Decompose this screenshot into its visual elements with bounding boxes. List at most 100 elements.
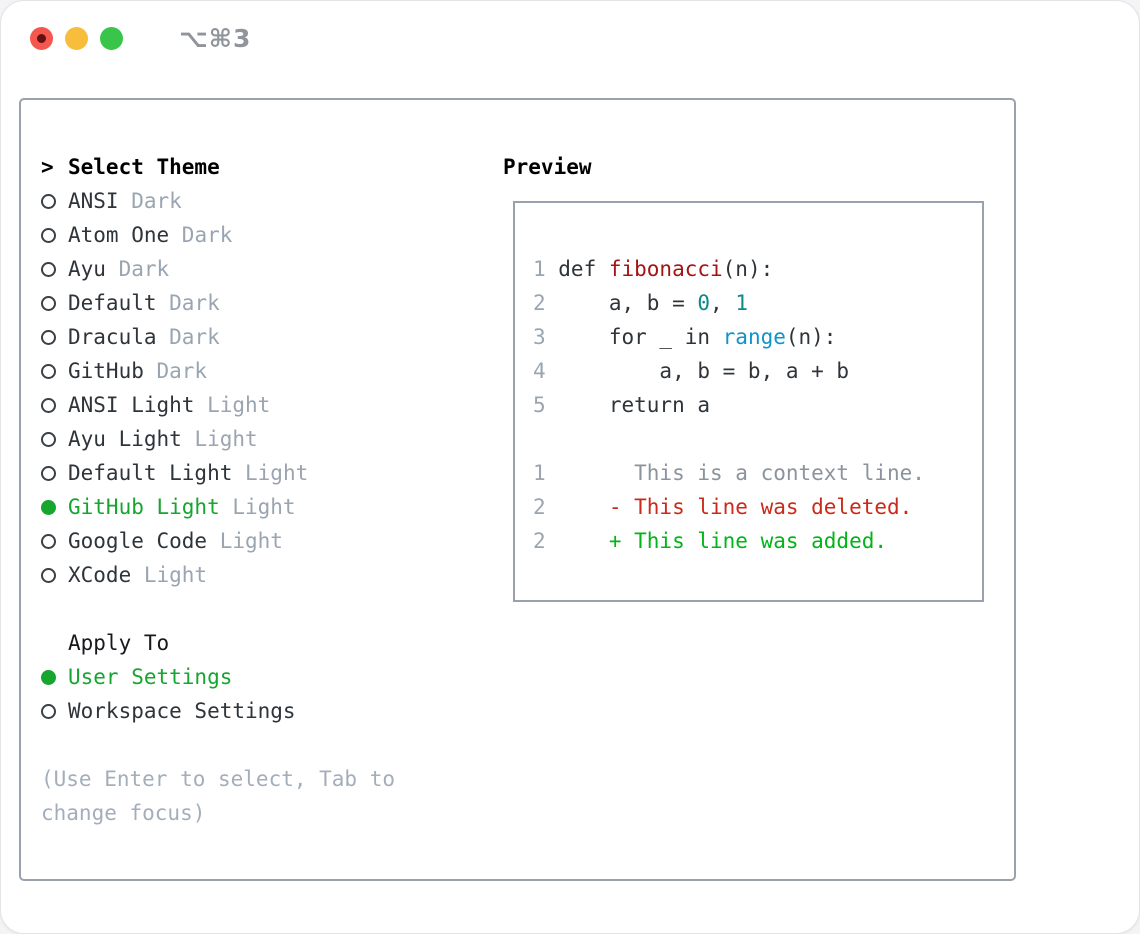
apply-to-header-row: Apply To bbox=[41, 626, 471, 660]
theme-name: XCode bbox=[68, 563, 132, 587]
theme-name: ANSI bbox=[68, 189, 119, 213]
theme-option-xcode[interactable]: XCode Light bbox=[41, 558, 471, 592]
theme-option-default-light[interactable]: Default Light Light bbox=[41, 456, 471, 490]
theme-variant: Dark bbox=[131, 189, 182, 213]
code-line bbox=[533, 422, 982, 456]
select-theme-title: Select Theme bbox=[68, 155, 220, 179]
code-line: 5 return a bbox=[533, 388, 982, 422]
code-segment-code: (n): bbox=[722, 257, 774, 281]
apply-to-label: User Settings bbox=[68, 665, 233, 689]
radio-icon bbox=[41, 704, 68, 719]
theme-variant: Light bbox=[245, 461, 309, 485]
code-segment-code: for _ in bbox=[558, 325, 723, 349]
theme-variant: Light bbox=[194, 427, 258, 451]
theme-name: Ayu bbox=[68, 257, 106, 281]
apply-option-user-settings[interactable]: User Settings bbox=[41, 660, 471, 694]
theme-variant: Dark bbox=[169, 291, 220, 315]
line-number: 4 bbox=[533, 359, 546, 383]
theme-name: Atom One bbox=[68, 223, 170, 247]
minimize-button[interactable] bbox=[65, 26, 88, 50]
radio-icon bbox=[41, 364, 68, 379]
line-number: 2 bbox=[533, 529, 546, 553]
theme-name: Google Code bbox=[68, 529, 208, 553]
code-segment-code: a, b = b, a + b bbox=[558, 359, 850, 383]
line-number: 1 bbox=[533, 461, 546, 485]
radio-icon bbox=[41, 432, 68, 447]
theme-option-ayu-light[interactable]: Ayu Light Light bbox=[41, 422, 471, 456]
theme-option-ansi[interactable]: ANSI Dark bbox=[41, 184, 471, 218]
theme-option-ayu[interactable]: Ayu Dark bbox=[41, 252, 471, 286]
line-number: 2 bbox=[533, 495, 546, 519]
theme-variant: Dark bbox=[118, 257, 170, 281]
radio-icon bbox=[41, 330, 68, 345]
radio-icon bbox=[41, 568, 68, 583]
theme-option-ansi-light[interactable]: ANSI Light Light bbox=[41, 388, 471, 422]
radio-icon bbox=[41, 398, 68, 413]
code-line: 4 a, b = b, a + b bbox=[533, 354, 982, 388]
code-line: 2 a, b = 0, 1 bbox=[533, 286, 982, 320]
code-segment-num: 1 bbox=[735, 291, 748, 315]
code-segment-deleted: - This line was deleted. bbox=[558, 495, 913, 519]
code-line: 1 def fibonacci(n): bbox=[533, 252, 982, 286]
theme-name: Default Light bbox=[68, 461, 233, 485]
radio-selected-icon bbox=[41, 670, 68, 685]
line-number: 3 bbox=[533, 325, 546, 349]
line-number: 2 bbox=[533, 291, 546, 315]
zoom-button[interactable] bbox=[100, 26, 123, 50]
code-segment-num: 0 bbox=[697, 291, 711, 315]
theme-variant: Light bbox=[143, 563, 208, 587]
theme-option-google-code[interactable]: Google Code Light bbox=[41, 524, 471, 558]
theme-name: GitHub Light bbox=[68, 495, 220, 519]
theme-option-atom-one[interactable]: Atom One Dark bbox=[41, 218, 471, 252]
theme-name: Ayu Light bbox=[68, 427, 182, 451]
prompt-icon: > bbox=[41, 155, 54, 179]
radio-icon bbox=[41, 228, 68, 243]
code-segment-code: return a bbox=[558, 393, 710, 417]
theme-variant: Light bbox=[219, 529, 283, 553]
code-segment-code: , bbox=[710, 291, 736, 315]
code-segment-builtin: range bbox=[722, 325, 786, 349]
theme-variant: Light bbox=[207, 393, 271, 417]
code-segment-func: fibonacci bbox=[608, 257, 723, 281]
window-title: ⌥⌘3 bbox=[179, 23, 252, 53]
select-theme-header: > Select Theme bbox=[41, 150, 471, 184]
theme-name: GitHub bbox=[68, 359, 144, 383]
theme-option-dracula[interactable]: Dracula Dark bbox=[41, 320, 471, 354]
theme-option-github[interactable]: GitHub Dark bbox=[41, 354, 471, 388]
preview-title: Preview bbox=[503, 155, 592, 179]
radio-icon bbox=[41, 194, 68, 209]
theme-name: Dracula bbox=[68, 325, 157, 349]
line-number: 1 bbox=[533, 257, 546, 281]
unsaved-dot-icon bbox=[37, 33, 46, 43]
line-number bbox=[533, 422, 546, 456]
code-line: 2 + This line was added. bbox=[533, 524, 982, 558]
code-segment-context: This is a context line. bbox=[558, 461, 925, 485]
code-line: 2 - This line was deleted. bbox=[533, 490, 982, 524]
theme-name: ANSI Light bbox=[68, 393, 195, 417]
theme-name: Default bbox=[68, 291, 157, 315]
code-segment-code: (n): bbox=[785, 325, 837, 349]
code-line: 1 This is a context line. bbox=[533, 456, 982, 490]
keyboard-hint: (Use Enter to select, Tab to change focu… bbox=[41, 767, 396, 825]
close-button[interactable] bbox=[30, 26, 53, 50]
theme-variant: Dark bbox=[181, 223, 233, 247]
code-segment-added: + This line was added. bbox=[558, 529, 888, 553]
code-segment-code: def bbox=[558, 257, 609, 281]
theme-variant: Dark bbox=[169, 325, 220, 349]
theme-option-github-light[interactable]: GitHub Light Light bbox=[41, 490, 471, 524]
apply-option-workspace-settings[interactable]: Workspace Settings bbox=[41, 694, 471, 728]
theme-variant: Light bbox=[232, 495, 296, 519]
line-number: 5 bbox=[533, 393, 546, 417]
code-line: 3 for _ in range(n): bbox=[533, 320, 982, 354]
theme-variant: Dark bbox=[156, 359, 208, 383]
theme-option-default[interactable]: Default Dark bbox=[41, 286, 471, 320]
titlebar: ⌥⌘3 bbox=[30, 23, 252, 53]
radio-icon bbox=[41, 534, 68, 549]
